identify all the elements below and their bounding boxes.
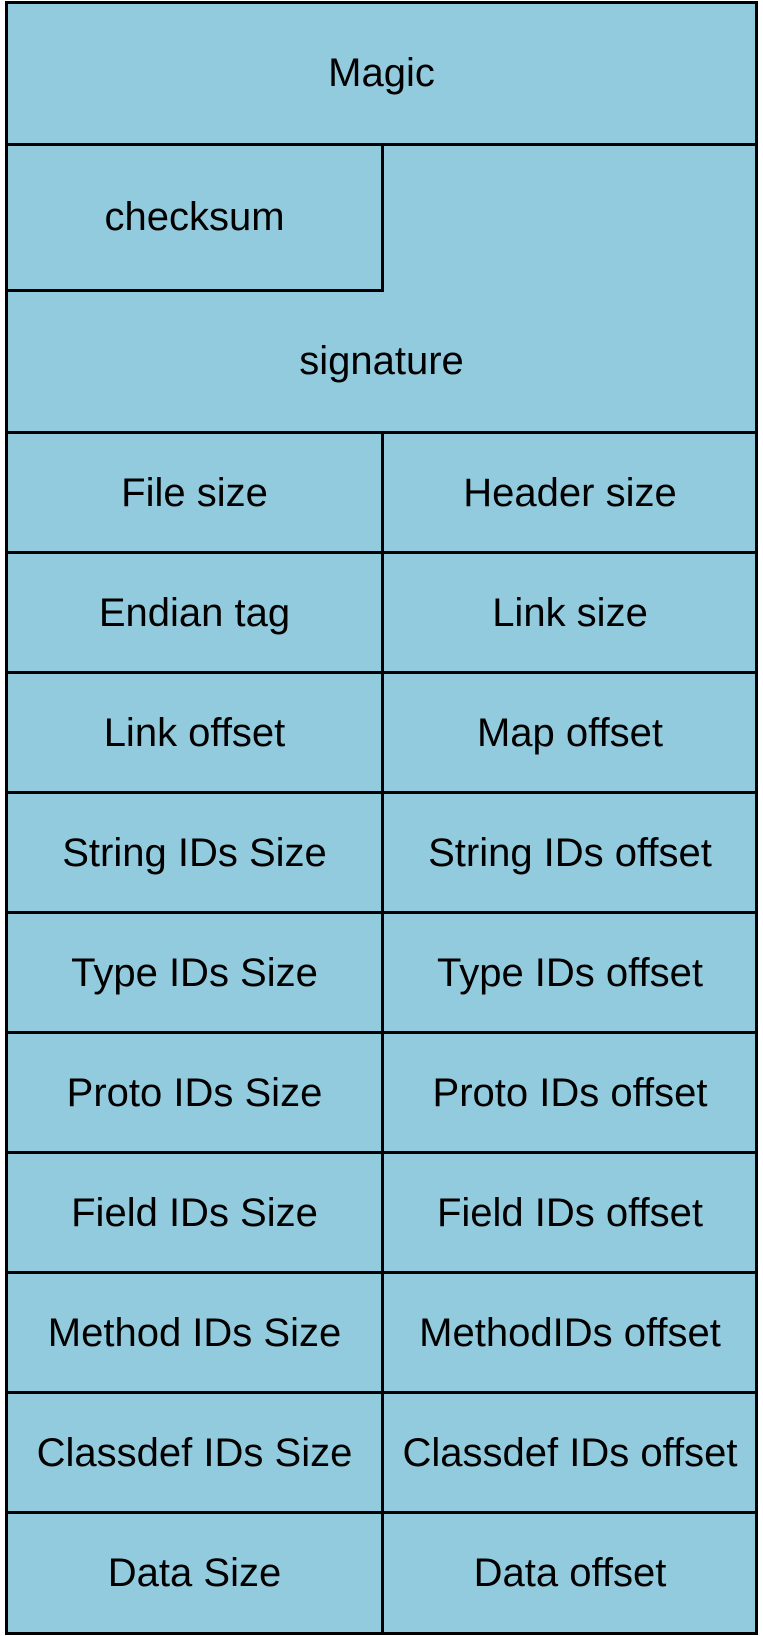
classdef-ids-offset-label: Classdef IDs offset xyxy=(402,1430,738,1475)
method-ids-offset-cell: MethodIDs offset xyxy=(383,1273,757,1393)
field-ids-offset-cell: Field IDs offset xyxy=(383,1153,757,1273)
endian-tag-cell: Endian tag xyxy=(6,553,383,673)
signature-cell: signature xyxy=(6,290,757,433)
classdef-ids-size-label: Classdef IDs Size xyxy=(36,1430,353,1475)
data-offset-label: Data offset xyxy=(473,1551,667,1595)
proto-ids-offset-cell: Proto IDs offset xyxy=(383,1033,757,1153)
file-size-cell: File size xyxy=(6,433,383,553)
data-offset-cell: Data offset xyxy=(383,1513,757,1634)
method-ids-size-cell: Method IDs Size xyxy=(6,1273,383,1393)
type-ids-size-cell: Type IDs Size xyxy=(6,913,383,1033)
string-ids-size-cell: String IDs Size xyxy=(6,793,383,913)
method-ids-offset-label: MethodIDs offset xyxy=(419,1310,721,1355)
proto-ids-size-label: Proto IDs Size xyxy=(66,1070,323,1115)
field-ids-size-cell: Field IDs Size xyxy=(6,1153,383,1273)
map-offset-cell: Map offset xyxy=(383,673,757,793)
map-offset-label: Map offset xyxy=(476,710,664,755)
outer-border-top xyxy=(6,1,758,4)
signature-label: signature xyxy=(299,339,464,383)
outer-border-left xyxy=(5,1,8,1635)
divider-checksum xyxy=(381,144,384,291)
type-ids-size-label: Type IDs Size xyxy=(71,950,318,995)
data-size-label: Data Size xyxy=(107,1551,282,1595)
separator-checksum xyxy=(6,289,384,292)
proto-ids-size-cell: Proto IDs Size xyxy=(6,1033,383,1153)
data-size-cell: Data Size xyxy=(6,1513,383,1634)
file-size-label: File size xyxy=(121,470,268,515)
divider-columns xyxy=(381,432,384,1634)
classdef-ids-offset-cell: Classdef IDs offset xyxy=(383,1393,757,1513)
magic-label: Magic xyxy=(328,51,435,95)
field-ids-size-label: Field IDs Size xyxy=(71,1190,318,1235)
proto-ids-offset-label: Proto IDs offset xyxy=(432,1070,708,1115)
field-ids-offset-label: Field IDs offset xyxy=(436,1190,704,1235)
method-ids-size-label: Method IDs Size xyxy=(47,1310,342,1355)
type-ids-offset-cell: Type IDs offset xyxy=(383,913,757,1033)
header-size-label: Header size xyxy=(463,470,677,515)
endian-tag-label: Endian tag xyxy=(98,590,291,635)
checksum-label: checksum xyxy=(104,195,285,239)
link-offset-cell: Link offset xyxy=(6,673,383,793)
link-offset-label: Link offset xyxy=(103,710,286,755)
header-size-cell: Header size xyxy=(383,433,757,553)
checksum-cell: checksum xyxy=(6,145,383,290)
classdef-ids-size-cell: Classdef IDs Size xyxy=(6,1393,383,1513)
link-size-cell: Link size xyxy=(383,553,757,673)
type-ids-offset-label: Type IDs offset xyxy=(436,950,704,995)
outer-border-right xyxy=(755,1,758,1635)
magic-cell: Magic xyxy=(6,2,757,145)
string-ids-offset-label: String IDs offset xyxy=(428,830,712,875)
link-size-label: Link size xyxy=(492,590,648,635)
string-ids-offset-cell: String IDs offset xyxy=(383,793,757,913)
string-ids-size-label: String IDs Size xyxy=(62,830,327,875)
